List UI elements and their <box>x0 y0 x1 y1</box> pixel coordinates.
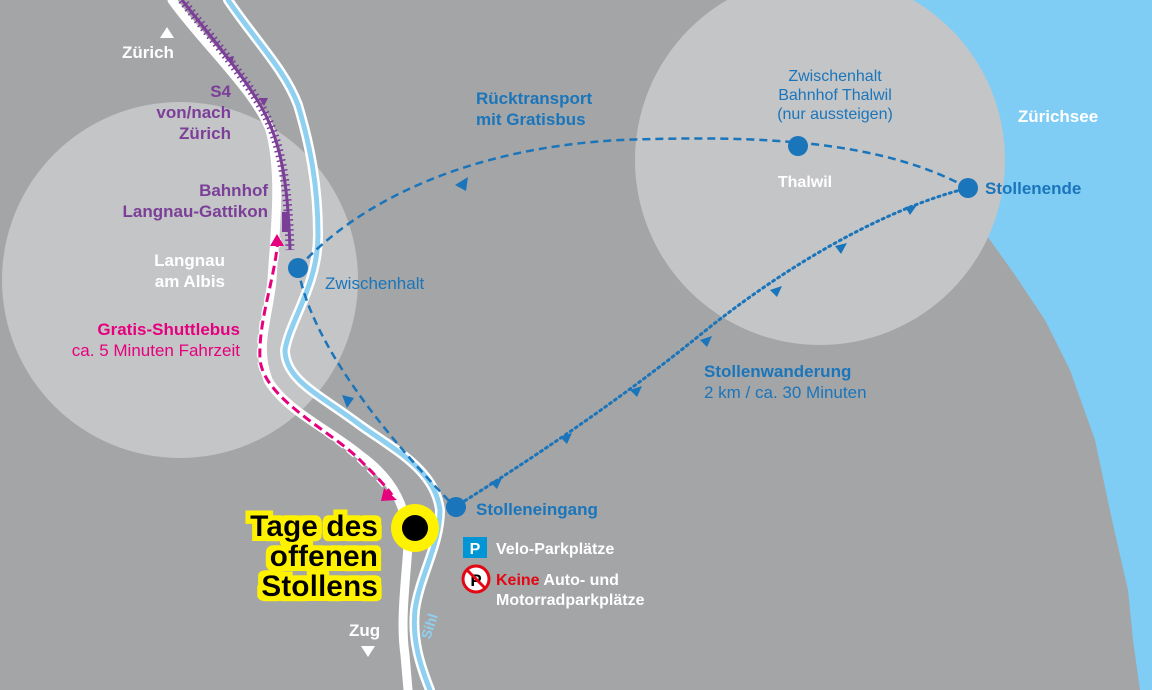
label-station-line1: Bahnhof <box>199 181 268 200</box>
label-auto-und: Auto- und <box>540 572 619 589</box>
direction-north-icon <box>160 27 174 38</box>
event-title-line1: Tage des <box>250 510 378 543</box>
label-langnau-line2: am Albis <box>155 272 225 291</box>
shuttle-arrow-north <box>270 234 284 246</box>
direction-south-icon <box>361 646 375 657</box>
lake-zuerichsee <box>855 0 1152 690</box>
stop-thalwil[interactable] <box>788 136 808 156</box>
return-bus-arrow-west <box>455 177 468 191</box>
event-marker-center <box>402 515 428 541</box>
label-s4-line2: von/nach <box>156 103 231 122</box>
return-bus-arrow-south <box>342 395 354 408</box>
label-shuttle-subtitle: ca. 5 Minuten Fahrzeit <box>72 341 240 360</box>
bicycle-parking-symbol: P <box>470 541 481 558</box>
label-return-bus-line1: Rücktransport <box>476 89 593 108</box>
stop-stollenende[interactable] <box>958 178 978 198</box>
bicycle-parking-icon <box>463 537 487 558</box>
event-title: Tage des offenen Stollens <box>250 510 378 603</box>
shuttle-arrow-south <box>381 488 397 501</box>
label-zuerichsee: Zürichsee <box>1018 107 1098 126</box>
label-sihl: Sihl <box>418 612 441 641</box>
label-thalwil-stop-line2: Bahnhof Thalwil <box>778 87 892 104</box>
label-thalwil: Thalwil <box>778 174 832 191</box>
shuttle-route-line <box>258 237 394 496</box>
label-s4-line3: Zürich <box>179 124 231 143</box>
label-thalwil-stop-line3: (nur aussteigen) <box>777 106 893 123</box>
return-bus-route-main <box>297 137 969 269</box>
label-keine: Keine <box>496 572 540 589</box>
label-hike-subtitle: 2 km / ca. 30 Minuten <box>704 383 867 402</box>
event-title-line3: Stollens <box>261 570 378 603</box>
label-zuerich: Zürich <box>122 43 174 62</box>
event-title-line2: offenen <box>270 540 378 573</box>
label-langnau-line1: Langnau <box>154 251 225 270</box>
label-s4-line1: S4 <box>210 82 231 101</box>
label-hike-title: Stollenwanderung <box>704 362 851 381</box>
label-shuttle-title: Gratis-Shuttlebus <box>97 320 240 339</box>
label-thalwil-stop-line1: Zwischenhalt <box>788 68 882 85</box>
label-stolleneingang: Stolleneingang <box>476 500 598 519</box>
river-sihl-water <box>225 0 443 690</box>
hiking-route <box>453 186 970 509</box>
label-return-bus-line2: mit Gratisbus <box>476 110 586 129</box>
label-no-car-parking-line2: Motorradparkplätze <box>496 592 645 609</box>
railway-s4-ties <box>178 0 295 251</box>
railway-direction-arrows <box>225 56 268 106</box>
no-parking-icon: P <box>461 564 491 594</box>
region-circle-thalwil <box>635 0 1005 345</box>
label-stollenende: Stollenende <box>985 179 1081 198</box>
label-velo-parking: Velo-Parkplätze <box>496 541 614 558</box>
label-zug: Zug <box>349 621 380 640</box>
stop-zwischenhalt[interactable] <box>288 258 308 278</box>
label-station-line2: Langnau-Gattikon <box>123 202 268 221</box>
stop-stolleneingang[interactable] <box>446 497 466 517</box>
station-marker-langnau-gattikon <box>282 212 288 232</box>
label-zwischenhalt: Zwischenhalt <box>325 274 424 293</box>
label-no-car-parking-line1: Keine Auto- und <box>496 572 619 589</box>
return-bus-route-south <box>296 267 456 508</box>
